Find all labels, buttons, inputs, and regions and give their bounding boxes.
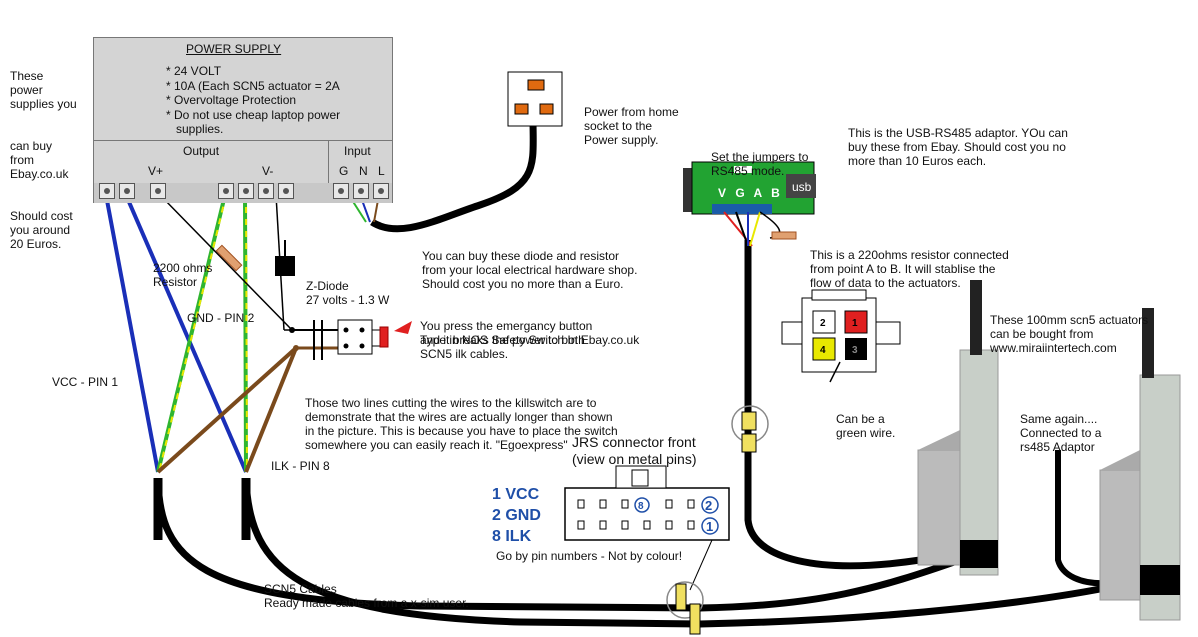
input-label: Input <box>344 144 371 158</box>
jrs-pin-2: 2 <box>705 498 712 513</box>
terminal-screw <box>353 183 369 199</box>
terminal-screw <box>278 183 294 199</box>
safety-switch <box>337 319 373 355</box>
jrs-pin-slot <box>687 499 695 509</box>
jrs-pin-slot <box>577 520 585 530</box>
jrs-pin-slot <box>643 520 651 530</box>
wires-note: Those two lines cutting the wires to the… <box>305 396 618 452</box>
wire-brown-1 <box>156 346 298 474</box>
terminal-screw <box>373 183 389 199</box>
emergency-button <box>379 326 389 348</box>
emergency-type: Type in NOS Safety Switch In Ebay.co.uk <box>420 333 640 347</box>
terminal-screw <box>218 183 234 199</box>
power-supply-title: POWER SUPPLY <box>186 42 282 56</box>
ilk-label: ILK - PIN 8 <box>271 459 330 473</box>
molex-pin-4: 4 <box>820 345 826 356</box>
wire-brown-2 <box>244 347 298 473</box>
jrs-pin-slot <box>577 499 585 509</box>
jrs-pin-slot <box>687 520 695 530</box>
jrs-pin-slot <box>621 499 629 509</box>
vcc-label: VCC - PIN 1 <box>52 375 119 389</box>
scn5-cable-left <box>154 479 962 612</box>
wire-gnd-1 <box>156 194 227 473</box>
adaptor-pin-labels: V G A B <box>718 186 780 200</box>
jrs-note: Go by pin numbers - Not by colour! <box>496 549 683 563</box>
jrs-pin-1: 1 <box>706 519 713 534</box>
output-label: Output <box>183 144 220 158</box>
terminal-screw <box>150 183 166 199</box>
jrs-pin-8: 8 <box>638 501 644 512</box>
terminal-screw <box>258 183 274 199</box>
gnd-label: GND - PIN 2 <box>187 311 255 325</box>
ground-label: G <box>339 164 349 178</box>
wire-blue-2 <box>124 194 248 473</box>
terminal-screw <box>238 183 254 199</box>
wire-blue-1 <box>104 194 160 473</box>
wire-n <box>361 199 371 223</box>
terminal-screw <box>119 183 135 199</box>
molex-connector <box>801 297 877 373</box>
live-label: L <box>378 164 385 178</box>
molex-pin-2: 2 <box>820 318 826 329</box>
jrs-pin-slot <box>621 520 629 530</box>
power-supply-specs: * 24 VOLT * 10A (Each SCN5 actuator = 2A… <box>166 64 341 136</box>
jrs-pin-slot <box>599 499 607 509</box>
vplus-label: V+ <box>148 164 164 178</box>
power-supply-box <box>93 37 393 203</box>
actuator-1 <box>959 349 999 576</box>
usb-label: usb <box>792 180 812 194</box>
molex-pin-1: 1 <box>852 318 858 329</box>
jrs-pin-slot <box>665 520 673 530</box>
molex-pin-3: 3 <box>852 345 858 356</box>
resistor-2200 <box>215 244 243 272</box>
z-diode <box>275 256 295 276</box>
wire-l <box>373 199 379 223</box>
resistor-220 <box>771 231 797 240</box>
neutral-label: N <box>359 164 368 178</box>
terminal-screw <box>99 183 115 199</box>
jrs-pin-slot <box>599 520 607 530</box>
wire-g <box>351 199 367 223</box>
mains-cord <box>370 117 537 233</box>
wire-resistor <box>159 194 293 331</box>
rs485-cable <box>744 240 921 570</box>
jrs-title: JRS connector front(view on metal pins) <box>572 434 697 467</box>
vminus-label: V- <box>262 164 274 178</box>
arrow-icon <box>394 321 412 334</box>
jrs-pin-slot <box>665 499 673 509</box>
terminal-screw <box>333 183 349 199</box>
